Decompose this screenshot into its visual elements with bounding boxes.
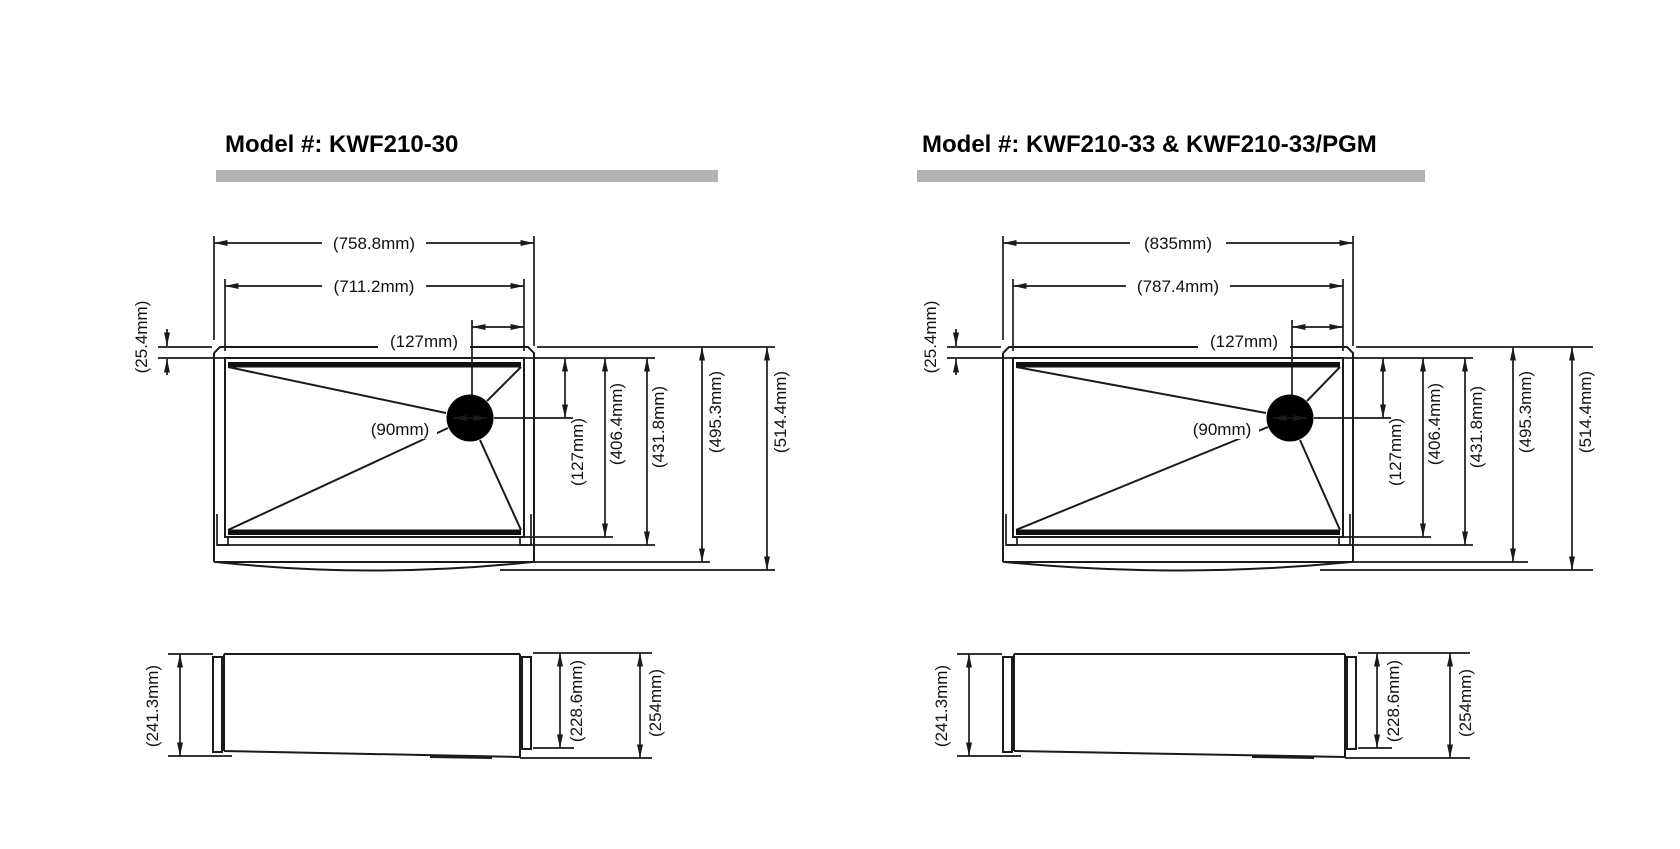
- drain-boss: [1251, 756, 1315, 759]
- bowl-bottom-edge-bar: [228, 529, 521, 535]
- bowl-slope-lines: [1015, 366, 1341, 531]
- bowl-outer-front-to-back-label: (431.8mm): [1467, 386, 1486, 468]
- rim-width-label: (25.4mm): [132, 301, 151, 374]
- label-mask: [1185, 420, 1259, 439]
- diagram-kwf210-33: Model #: KWF210-33 & KWF210-33/PGM: [917, 131, 1595, 759]
- side-flange-left: [1002, 656, 1013, 753]
- dim-bowl-front-to-back: (406.4mm): [602, 358, 626, 537]
- inner-height-label: (228.6mm): [567, 660, 586, 742]
- title-underline-bar: [216, 170, 718, 182]
- dim-overall-width: (835mm): [1003, 233, 1353, 253]
- dim-bowl-width: (787.4mm): [1013, 276, 1343, 296]
- dim-overall-width: (758.8mm): [214, 233, 534, 253]
- label-mask: [363, 420, 437, 439]
- diagram-title: Model #: KWF210-30: [225, 131, 458, 158]
- side-body-outline: [223, 653, 521, 758]
- drain: [446, 394, 494, 442]
- bowl-top-edge-bar: [1016, 362, 1340, 368]
- bowl-front-to-back-label: (406.4mm): [1425, 383, 1444, 465]
- dim-depth-to-apron: (495.3mm): [1510, 347, 1535, 562]
- dim-overall-height: (254mm): [637, 653, 665, 758]
- dim-rim-width: (25.4mm): [921, 301, 959, 375]
- label-mask: [1126, 276, 1230, 296]
- overall-front-to-back-label: (514.4mm): [1576, 371, 1595, 453]
- bowl-width-label: (711.2mm): [334, 277, 415, 296]
- dim-inner-height: (228.6mm): [1374, 653, 1403, 748]
- mounting-clip-right: [1338, 514, 1351, 546]
- drain-boss: [429, 756, 493, 759]
- bowl-slope-lines: [227, 366, 522, 531]
- dim-apron-height: (241.3mm): [932, 654, 972, 756]
- side-view: (241.3mm) (228.6mm) (254mm): [932, 652, 1475, 759]
- side-flange-left: [212, 656, 223, 753]
- overall-height-label: (254mm): [646, 669, 665, 737]
- drain-to-edge-label: (127mm): [390, 332, 458, 351]
- bowl-outer-front-to-back-label: (431.8mm): [649, 386, 668, 468]
- drain-diameter-label: (90mm): [1193, 420, 1252, 439]
- rim-width-label: (25.4mm): [921, 301, 940, 374]
- title-underline-bar: [917, 170, 1425, 182]
- overall-width-label: (835mm): [1144, 234, 1212, 253]
- dim-bowl-front-to-back: (406.4mm): [1420, 358, 1444, 537]
- dim-bowl-outer-front-to-back: (431.8mm): [1462, 358, 1486, 545]
- drain-diameter-label: (90mm): [371, 420, 430, 439]
- side-flange-right: [521, 656, 532, 750]
- depth-to-apron-label: (495.3mm): [1516, 371, 1535, 453]
- dim-inner-height: (228.6mm): [557, 653, 586, 748]
- drain-to-top-label: (127mm): [1386, 418, 1405, 486]
- overall-width-label: (758.8mm): [333, 234, 415, 253]
- apron-height-label: (241.3mm): [932, 665, 951, 747]
- side-extension-lines: [957, 652, 1470, 759]
- dim-overall-front-to-back: (514.4mm): [1569, 347, 1595, 570]
- label-mask: [322, 276, 426, 296]
- dim-drain-to-top: (127mm): [1380, 358, 1405, 486]
- inner-height-label: (228.6mm): [1384, 660, 1403, 742]
- mounting-clip-left: [216, 514, 229, 546]
- dim-bowl-width: (711.2mm): [225, 276, 524, 296]
- side-flange-right: [1346, 656, 1357, 750]
- top-view: (90mm) (835mm) (787.4mm) (127mm) (25.4mm…: [921, 233, 1595, 572]
- sink-outer-outline: [213, 346, 535, 563]
- apron-curve: [1004, 561, 1352, 572]
- drain: [1266, 394, 1314, 442]
- sink-outer-outline: [1002, 346, 1354, 563]
- top-view: (90mm) (758.8mm) (711.2mm) (127mm) (25.: [132, 233, 790, 572]
- drain-to-edge-label: (127mm): [1210, 332, 1278, 351]
- dim-apron-height: (241.3mm): [143, 654, 183, 756]
- label-mask: [322, 233, 426, 253]
- diagram-kwf210-30: Model #: KWF210-30: [132, 131, 790, 759]
- mounting-clip-left: [1005, 514, 1018, 546]
- dim-drain-to-edge: (127mm): [378, 324, 524, 352]
- mounting-clip-right: [519, 514, 532, 546]
- bowl-width-label: (787.4mm): [1137, 277, 1219, 296]
- bowl-inner-outline: [1012, 357, 1344, 538]
- apron-curve: [215, 561, 533, 572]
- diagram-title: Model #: KWF210-33 & KWF210-33/PGM: [922, 131, 1377, 158]
- apron-height-label: (241.3mm): [143, 665, 162, 747]
- dim-depth-to-apron: (495.3mm): [699, 347, 725, 562]
- overall-front-to-back-label: (514.4mm): [771, 371, 790, 453]
- bowl-top-edge-bar: [228, 362, 521, 368]
- bowl-bottom-edge-bar: [1016, 529, 1340, 535]
- dim-overall-front-to-back: (514.4mm): [764, 347, 790, 570]
- dim-rim-width: (25.4mm): [132, 301, 170, 375]
- drain-to-top-label: (127mm): [568, 418, 587, 486]
- bowl-front-to-back-label: (406.4mm): [607, 383, 626, 465]
- bowl-inner-outline: [224, 357, 525, 538]
- side-body-outline: [1013, 653, 1346, 758]
- dim-bowl-outer-front-to-back: (431.8mm): [644, 358, 668, 545]
- dim-drain-to-top: (127mm): [562, 358, 587, 486]
- label-mask: [378, 332, 470, 352]
- dim-drain-to-edge: (127mm): [1198, 324, 1343, 352]
- label-mask: [1130, 233, 1226, 253]
- dim-overall-height: (254mm): [1447, 653, 1475, 758]
- depth-to-apron-label: (495.3mm): [706, 371, 725, 453]
- label-mask: [1198, 332, 1290, 352]
- side-extension-lines: [168, 652, 652, 759]
- side-view: (241.3mm) (228.6mm) (254mm): [143, 652, 665, 759]
- overall-height-label: (254mm): [1456, 669, 1475, 737]
